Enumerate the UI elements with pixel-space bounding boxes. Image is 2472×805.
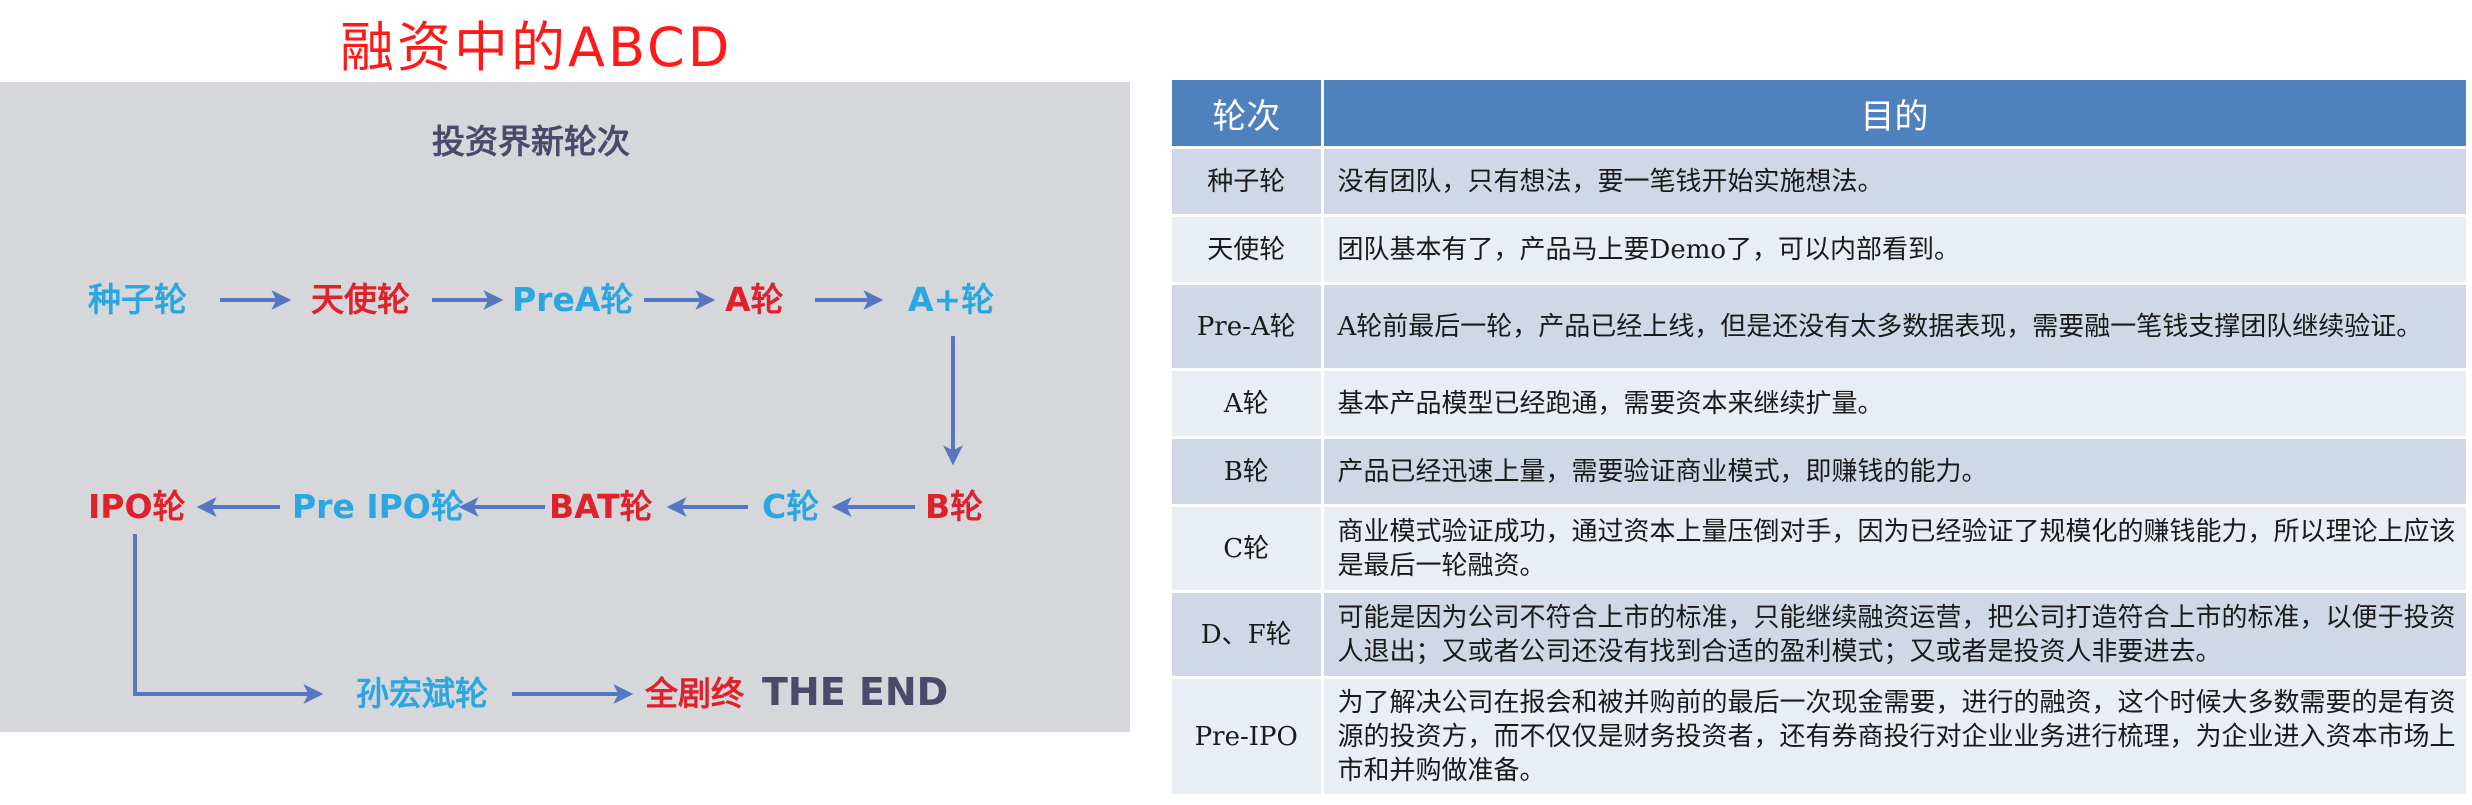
node-preipo-round: Pre IPO轮 <box>292 487 464 526</box>
round-cell: B轮 <box>1172 437 1324 507</box>
node-sun-hongbin-round: 孙宏斌轮 <box>356 674 488 713</box>
node-a-round: A轮 <box>725 280 784 319</box>
header-purpose: 目的 <box>1322 80 2469 149</box>
table-row: A轮 基本产品模型已经跑通，需要资本来继续扩量。 <box>1172 369 2469 439</box>
purpose-cell: 为了解决公司在报会和被并购前的最后一次现金需要，进行的融资，这个时候大多数需要的… <box>1322 677 2469 797</box>
purpose-cell: A轮前最后一轮，产品已经上线，但是还没有太多数据表现，需要融一笔钱支撑团队继续验… <box>1322 283 2469 371</box>
node-aplus-round: A+轮 <box>908 280 995 319</box>
table-row: Pre-A轮 A轮前最后一轮，产品已经上线，但是还没有太多数据表现，需要融一笔钱… <box>1172 283 2469 371</box>
round-cell: Pre-A轮 <box>1172 283 1324 371</box>
node-ipo-round: IPO轮 <box>88 487 186 526</box>
header-round: 轮次 <box>1172 80 1324 149</box>
round-cell: 天使轮 <box>1172 215 1324 285</box>
purpose-cell: 团队基本有了，产品马上要Demo了，可以内部看到。 <box>1322 215 2469 285</box>
purpose-cell: 商业模式验证成功，通过资本上量压倒对手，因为已经验证了规模化的赚钱能力，所以理论… <box>1322 505 2469 593</box>
node-finale: 全剧终 <box>645 674 744 713</box>
flow-arrows <box>133 290 963 704</box>
table-row: C轮 商业模式验证成功，通过资本上量压倒对手，因为已经验证了规模化的赚钱能力，所… <box>1172 505 2469 593</box>
table-header-row: 轮次 目的 <box>1172 80 2469 149</box>
node-the-end: THE END <box>762 670 949 714</box>
table-row: 天使轮 团队基本有了，产品马上要Demo了，可以内部看到。 <box>1172 215 2469 285</box>
round-cell: C轮 <box>1172 505 1324 593</box>
table-row: B轮 产品已经迅速上量，需要验证商业模式，即赚钱的能力。 <box>1172 437 2469 507</box>
main-title: 融资中的ABCD <box>340 16 733 79</box>
round-cell: D、F轮 <box>1172 591 1324 679</box>
round-cell: Pre-IPO <box>1172 677 1324 797</box>
funding-rounds-diagram: 投资界新轮次 种子轮 天使轮 PreA轮 A轮 A+轮 B轮 C轮 BAT轮 P… <box>0 82 1130 732</box>
purpose-cell: 可能是因为公司不符合上市的标准，只能继续融资运营，把公司打造符合上市的标准，以便… <box>1322 591 2469 679</box>
round-cell: 种子轮 <box>1172 147 1324 217</box>
table-row: D、F轮 可能是因为公司不符合上市的标准，只能继续融资运营，把公司打造符合上市的… <box>1172 591 2469 679</box>
round-cell: A轮 <box>1172 369 1324 439</box>
funding-rounds-table: 轮次 目的 种子轮 没有团队，只有想法，要一笔钱开始实施想法。 天使轮 团队基本… <box>1172 80 2469 797</box>
purpose-cell: 产品已经迅速上量，需要验证商业模式，即赚钱的能力。 <box>1322 437 2469 507</box>
node-bat-round: BAT轮 <box>549 487 653 526</box>
node-angel-round: 天使轮 <box>311 280 410 319</box>
table-row: 种子轮 没有团队，只有想法，要一笔钱开始实施想法。 <box>1172 147 2469 217</box>
node-c-round: C轮 <box>762 487 820 526</box>
diagram-title: 投资界新轮次 <box>432 122 630 161</box>
purpose-cell: 基本产品模型已经跑通，需要资本来继续扩量。 <box>1322 369 2469 439</box>
purpose-cell: 没有团队，只有想法，要一笔钱开始实施想法。 <box>1322 147 2469 217</box>
node-prea-round: PreA轮 <box>512 280 634 319</box>
node-seed-round: 种子轮 <box>88 280 187 319</box>
arrow-ipo-sun <box>133 534 324 704</box>
node-b-round: B轮 <box>925 487 984 526</box>
table-row: Pre-IPO 为了解决公司在报会和被并购前的最后一次现金需要，进行的融资，这个… <box>1172 677 2469 797</box>
